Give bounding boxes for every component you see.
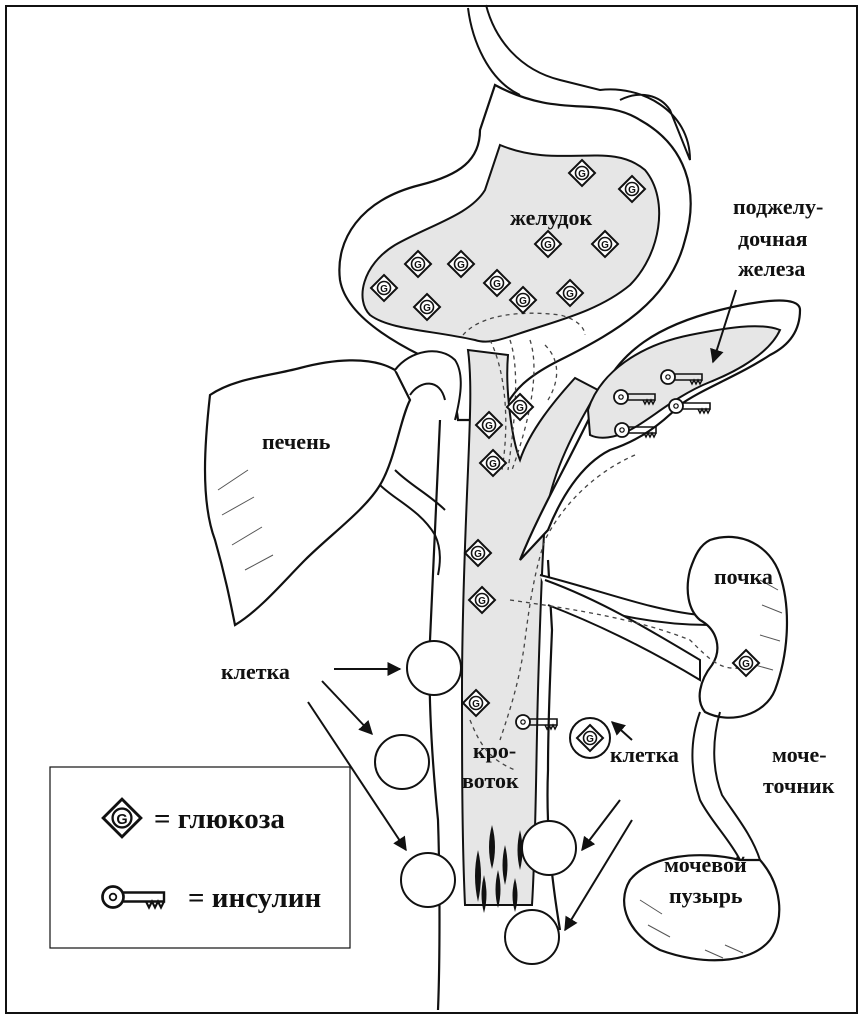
label-ureter-2: точник	[763, 773, 835, 798]
label-kidney: почка	[714, 564, 773, 589]
legend: = глюкоза = инсулин	[50, 767, 350, 948]
label-ureter-1: моче-	[772, 742, 827, 767]
arrow	[582, 800, 620, 850]
label-bloodstream-1: кро-	[473, 738, 516, 763]
cell	[375, 735, 429, 789]
label-bladder-2: пузырь	[669, 883, 743, 908]
legend-insulin-label: = инсулин	[188, 882, 321, 914]
label-cell-left: клетка	[221, 659, 290, 684]
label-liver: печень	[262, 429, 331, 454]
label-bladder-1: мочевой	[664, 852, 747, 877]
liver	[205, 360, 410, 625]
cell	[407, 641, 461, 695]
label-pancreas-2: дочная	[738, 226, 808, 251]
cell	[505, 910, 559, 964]
label-pancreas-3: железа	[738, 256, 805, 281]
legend-glucose-label: = глюкоза	[154, 803, 285, 835]
label-pancreas-1: поджелу-	[733, 194, 823, 219]
arrow	[565, 820, 632, 930]
cell	[401, 853, 455, 907]
label-stomach: желудок	[510, 205, 593, 230]
arrow	[612, 722, 632, 740]
label-bloodstream-2: воток	[462, 768, 519, 793]
label-cell-right: клетка	[610, 742, 679, 767]
arrow	[322, 681, 372, 734]
ureter	[693, 712, 761, 860]
cell	[522, 821, 576, 875]
